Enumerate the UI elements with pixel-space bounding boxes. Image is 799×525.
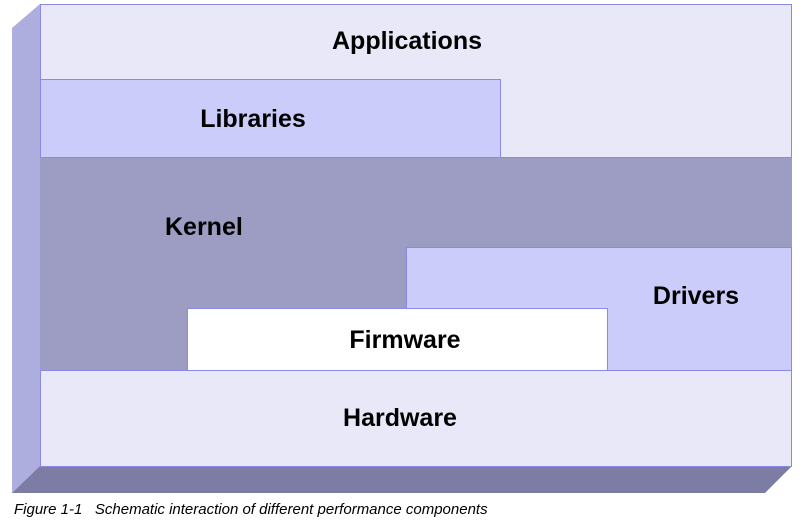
layer-stack-diagram: Applications Libraries Kernel Drivers Fi… — [12, 4, 792, 493]
firmware-label: Firmware — [349, 326, 461, 354]
drivers-label: Drivers — [652, 282, 740, 310]
left-depth-face — [12, 4, 40, 493]
applications-label: Applications — [331, 27, 483, 55]
hardware-layer — [40, 370, 792, 467]
kernel-label: Kernel — [165, 213, 243, 241]
bottom-depth-face — [12, 466, 792, 493]
figure-number: Figure 1-1 — [14, 501, 83, 518]
stack-depth-faces — [12, 4, 792, 493]
figure-caption: Figure 1-1 Schematic interaction of diff… — [14, 500, 488, 520]
libraries-label: Libraries — [200, 105, 306, 133]
libraries-layer — [40, 79, 501, 158]
figure-caption-text: Schematic interaction of different perfo… — [94, 501, 488, 518]
hardware-label: Hardware — [343, 404, 457, 432]
